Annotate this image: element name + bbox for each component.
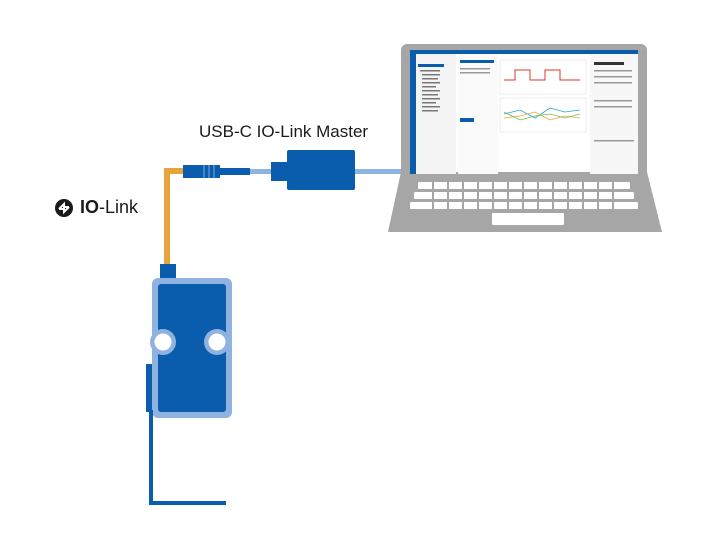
usb-master-label: USB-C IO-Link Master — [199, 122, 369, 141]
iolink-text-bold: IO — [80, 197, 100, 217]
usb-master-icon — [271, 150, 355, 190]
m12-connector-icon — [183, 165, 250, 178]
master-cable-left — [250, 169, 272, 174]
master-cable-right — [355, 169, 401, 174]
keyboard-key-lines — [432, 182, 614, 209]
laptop-icon — [388, 44, 662, 232]
iolink-logo-icon — [55, 198, 73, 217]
sensor-cable — [149, 410, 226, 505]
sensor-device-icon — [146, 264, 232, 418]
iolink-logo: IO-Link — [54, 197, 138, 218]
iolink-text-rest: -Link — [99, 197, 139, 217]
iolink-cable — [164, 168, 184, 266]
laptop-screen-content — [410, 50, 638, 174]
